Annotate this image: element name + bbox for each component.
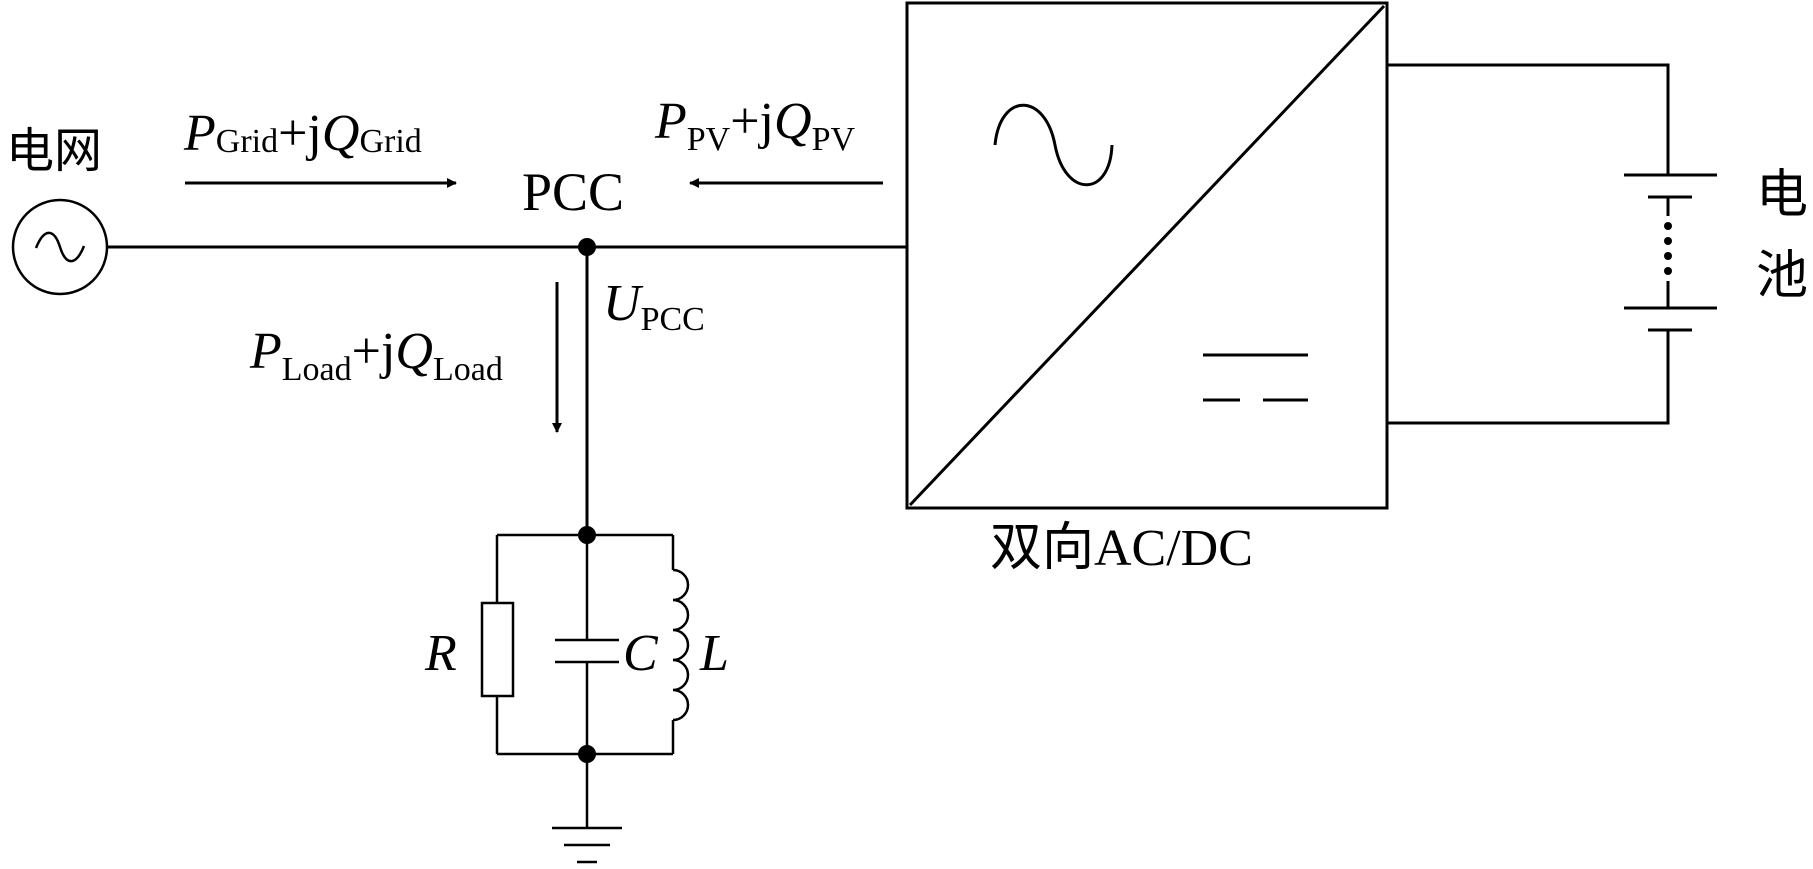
ac-symbol-icon [993,103,1114,187]
grid-label: 电网 [6,125,102,178]
grid-source [11,198,109,296]
ground-icon [552,754,622,864]
resistor [480,535,515,754]
ac-dc-converter [905,1,1389,510]
converter-label: 双向AC/DC [990,520,1253,577]
inductor [671,535,690,754]
inductor-coil [672,568,690,722]
battery-icon [1624,173,1717,332]
dc-wiring [1387,63,1670,425]
upcc-label: UPCC [603,275,705,338]
load-power-label: PLoad+jQLoad [249,323,503,388]
resistor-body [480,601,515,698]
pv-power-label: PPV+jQPV [654,93,855,158]
battery-label-1: 电 [1756,167,1808,224]
converter-box [905,1,1389,510]
resistor-label: R [424,625,457,682]
inductor-label: L [699,625,729,682]
sine-wave-icon [34,231,86,263]
converter-diagonal [908,4,1386,507]
pcc-label: PCC [522,162,624,222]
battery-label-2: 池 [1756,248,1808,305]
grid-power-label: PGrid+jQGrid [183,105,422,162]
capacitor [555,535,619,754]
capacitor-label: C [623,625,659,682]
